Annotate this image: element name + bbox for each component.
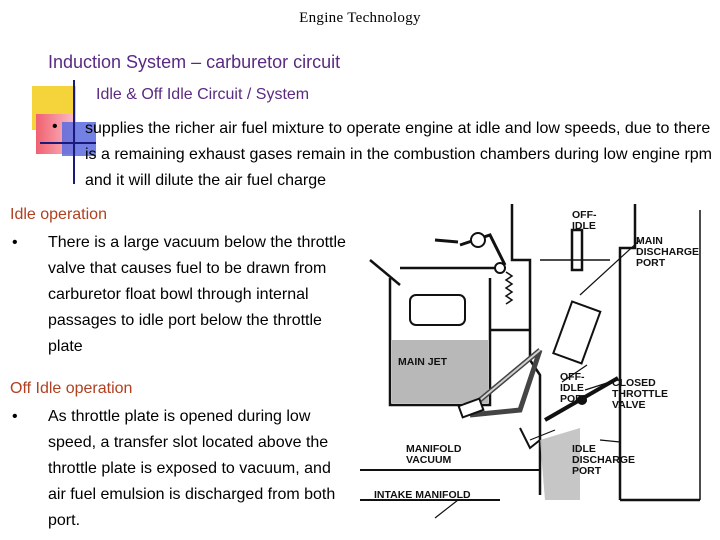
label-off-idle-port-a: OFF- [560, 371, 585, 383]
idle-operation-heading: Idle operation [10, 206, 107, 223]
label-off-idle-port-1: OFF- [572, 209, 597, 221]
label-off-idle-port-c: PORT [560, 393, 590, 405]
label-closed-throttle-valve-3: VALVE [612, 399, 645, 411]
label-off-idle-port-2: IDLE [572, 220, 596, 232]
manifold-vacuum-area [540, 428, 580, 500]
label-main-discharge-port-2: DISCHARGE [636, 246, 699, 258]
carburetor-diagram: MAIN DISCHARGE PORT OFF- IDLE MAIN JET O… [360, 204, 701, 519]
slide-subtitle: Idle & Off Idle Circuit / System [96, 86, 310, 103]
deco-blue-square [62, 122, 96, 156]
label-idle-discharge-port-2: DISCHARGE [572, 454, 635, 466]
label-off-idle-port-b: IDLE [560, 382, 584, 394]
idle-operation-text: There is a large vacuum below the thrott… [48, 234, 346, 355]
off-idle-operation-text: As throttle plate is opened during low s… [48, 408, 336, 529]
deco-horizontal-line [40, 142, 96, 144]
slide-title: Induction System – carburetor circuit [48, 52, 341, 72]
label-main-discharge-port-3: PORT [636, 257, 666, 269]
label-closed-throttle-valve-1: CLOSED [612, 377, 656, 389]
bullet-dot: • [12, 234, 18, 251]
bullet-dot: • [52, 118, 58, 135]
main-bullet-text: supplies the richer air fuel mixture to … [85, 120, 712, 189]
label-intake-manifold: INTAKE MANIFOLD [374, 489, 471, 501]
label-manifold-vacuum-1: MANIFOLD [406, 443, 462, 455]
label-closed-throttle-valve-2: THROTTLE [612, 388, 668, 400]
label-main-discharge-port-1: MAIN [636, 235, 663, 247]
label-main-jet: MAIN JET [398, 356, 448, 368]
label-manifold-vacuum-2: VACUUM [406, 454, 452, 466]
off-idle-operation-heading: Off Idle operation [10, 380, 133, 397]
page-header: Engine Technology [299, 10, 421, 26]
deco-vertical-line [73, 80, 75, 184]
label-idle-discharge-port-3: PORT [572, 465, 602, 477]
fuel-level [392, 340, 488, 403]
bullet-dot: • [12, 408, 18, 425]
label-idle-discharge-port-1: IDLE [572, 443, 596, 455]
